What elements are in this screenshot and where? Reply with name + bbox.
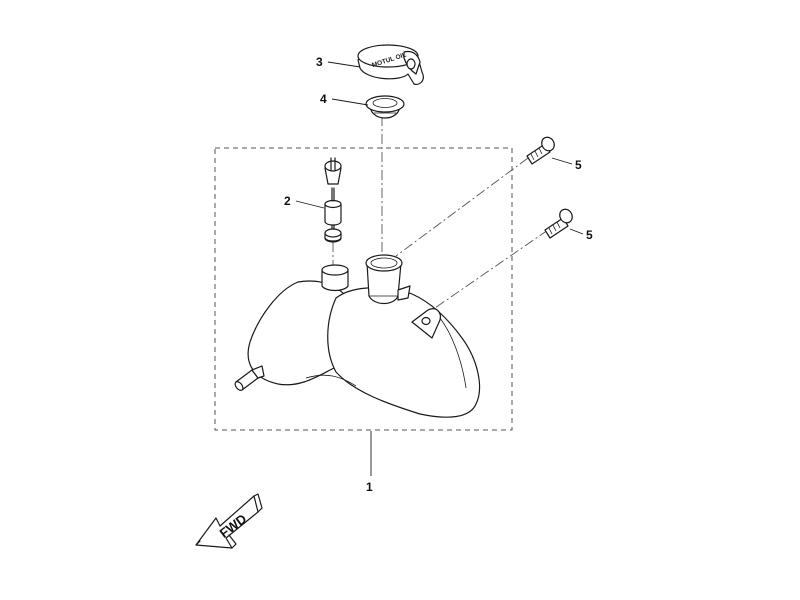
lower-bolt-line: [431, 229, 549, 311]
leader-3: [327, 61, 361, 68]
callout-1: 1: [366, 480, 373, 494]
assembly-boundary: [214, 147, 513, 431]
callout-5-lower: 5: [586, 228, 593, 242]
callout-5-upper: 5: [575, 158, 582, 172]
filler-cap: MOTUL OIL: [357, 44, 424, 85]
gasket: [365, 95, 405, 119]
bolt-lower: [544, 208, 573, 239]
leader-5-upper: [551, 157, 573, 165]
fwd-arrow-icon: FWD: [195, 493, 263, 549]
leader-5-lower: [569, 228, 584, 235]
leader-2: [295, 200, 325, 209]
upper-bolt-line: [395, 157, 529, 257]
callout-2: 2: [284, 194, 291, 208]
callout-4: 4: [320, 92, 327, 106]
callout-3: 3: [316, 55, 323, 69]
leader-4: [331, 98, 369, 106]
oil-level-gauge: [324, 157, 342, 243]
oil-tank: [234, 254, 481, 418]
bolt-upper: [526, 136, 555, 165]
